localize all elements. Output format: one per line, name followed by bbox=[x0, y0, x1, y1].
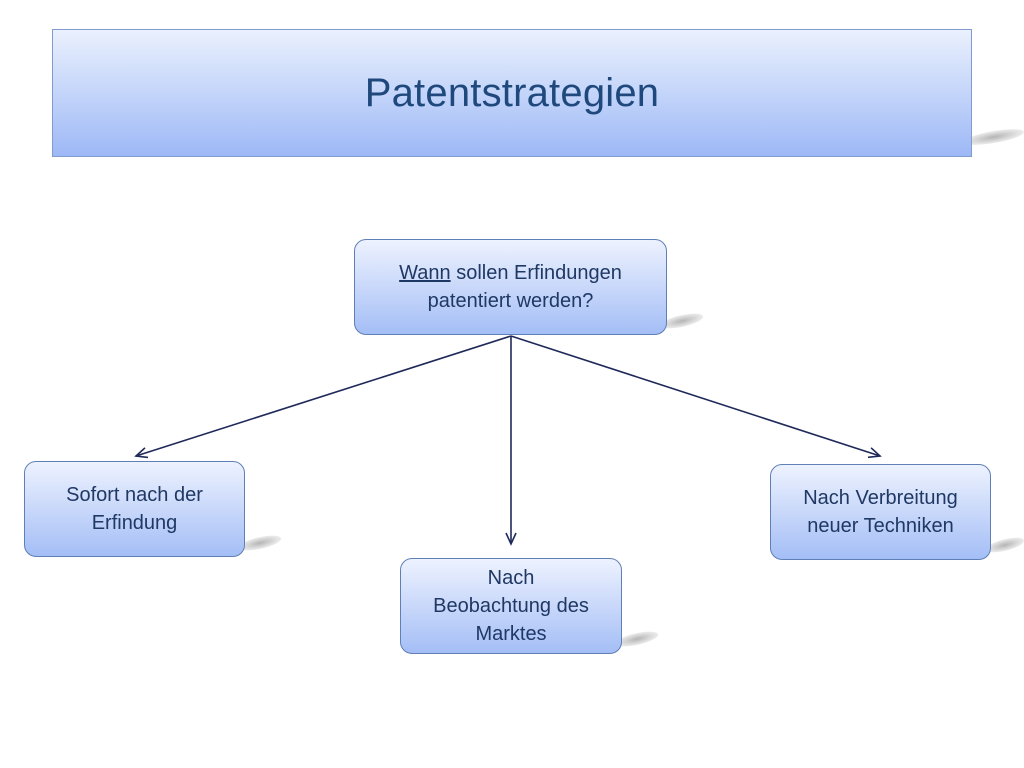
child-node-left: Sofort nach der Erfindung bbox=[24, 461, 245, 557]
root-node-underlined-word: Wann bbox=[399, 262, 451, 284]
root-node: Wann sollen Erfindungen patentiert werde… bbox=[354, 239, 667, 335]
root-node-line1-rest: sollen Erfindungen bbox=[451, 262, 622, 284]
child-node-middle: Nach Beobachtung des Marktes bbox=[400, 558, 622, 654]
child-node-middle-line2: Beobachtung des bbox=[433, 592, 589, 620]
child-node-right: Nach Verbreitung neuer Techniken bbox=[770, 464, 991, 560]
child-node-left-line1: Sofort nach der bbox=[66, 481, 203, 509]
child-node-middle-line3: Marktes bbox=[433, 620, 589, 648]
title-box: Patentstrategien bbox=[52, 29, 972, 157]
page-title: Patentstrategien bbox=[365, 71, 660, 116]
child-node-right-line1: Nach Verbreitung bbox=[803, 484, 958, 512]
connector-left bbox=[136, 336, 511, 456]
connector-right bbox=[511, 336, 880, 456]
child-node-right-line2: neuer Techniken bbox=[803, 512, 958, 540]
root-node-line2: patentiert werden? bbox=[399, 287, 622, 315]
child-node-left-line2: Erfindung bbox=[66, 509, 203, 537]
child-node-middle-line1: Nach bbox=[433, 564, 589, 592]
root-node-line1: Wann sollen Erfindungen bbox=[399, 259, 622, 287]
